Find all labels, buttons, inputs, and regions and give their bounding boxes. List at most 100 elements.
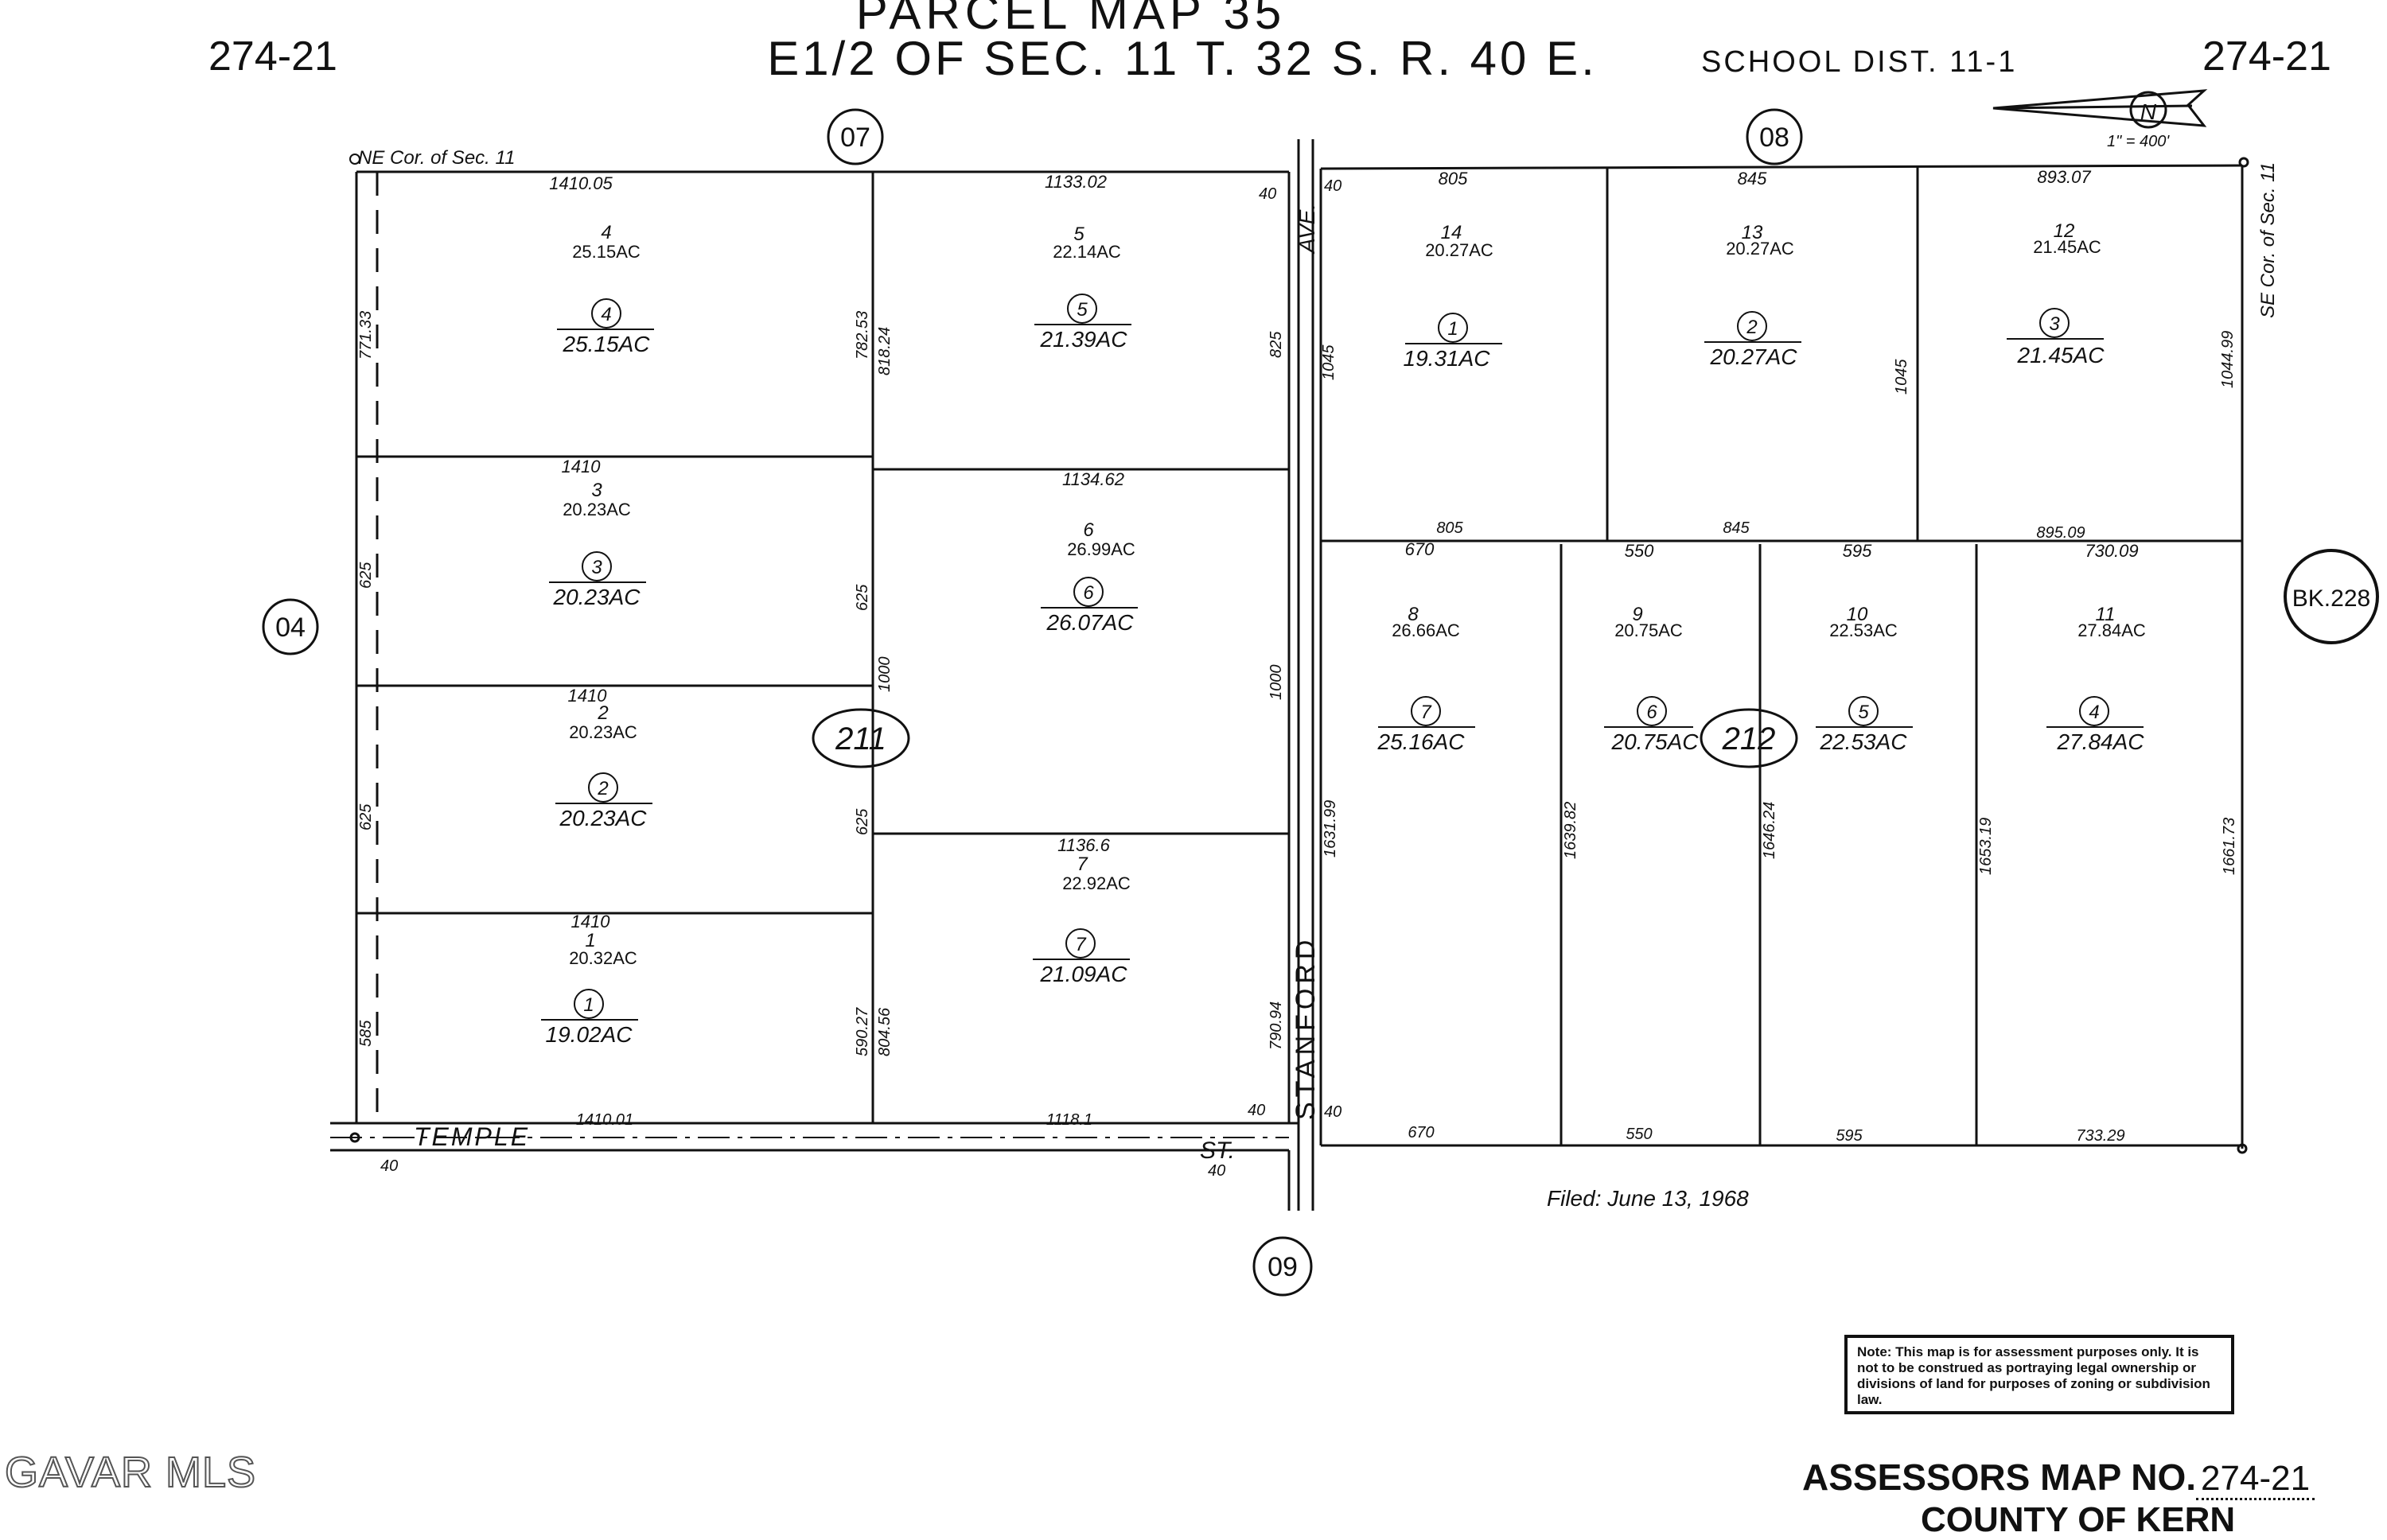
svg-text:22.53AC: 22.53AC bbox=[1829, 620, 1898, 640]
svg-text:22.14AC: 22.14AC bbox=[1053, 242, 1121, 262]
bubble-08: 08 bbox=[1746, 108, 1803, 165]
book-228-bubble: BK.228 bbox=[2284, 549, 2379, 644]
svg-text:625: 625 bbox=[854, 584, 871, 611]
svg-text:4: 4 bbox=[2089, 702, 2099, 723]
svg-text:585: 585 bbox=[357, 1020, 375, 1047]
svg-text:5: 5 bbox=[1077, 299, 1088, 321]
block-211-ellipse: 211 bbox=[812, 708, 910, 768]
svg-text:09: 09 bbox=[1267, 1252, 1298, 1282]
assessors-map-label: ASSESSORS MAP NO. bbox=[1802, 1456, 2197, 1498]
svg-text:550: 550 bbox=[1626, 1126, 1652, 1143]
svg-text:7: 7 bbox=[1077, 854, 1088, 875]
svg-text:733.29: 733.29 bbox=[2076, 1127, 2124, 1145]
svg-text:4: 4 bbox=[601, 304, 611, 325]
svg-text:40: 40 bbox=[1259, 185, 1276, 203]
svg-text:25.15AC: 25.15AC bbox=[572, 242, 641, 262]
svg-text:1410.01: 1410.01 bbox=[576, 1111, 633, 1129]
svg-text:40: 40 bbox=[1208, 1162, 1225, 1180]
bubble-07: 07 bbox=[827, 108, 884, 165]
svg-text:20.23AC: 20.23AC bbox=[553, 585, 641, 609]
avenue-suffix-label: AVE. bbox=[1295, 204, 1319, 255]
svg-text:40: 40 bbox=[1324, 1103, 1341, 1121]
map-title-line1: PARCEL MAP 35 bbox=[856, 0, 1286, 39]
svg-text:5: 5 bbox=[1858, 702, 1869, 723]
filed-date: Filed: June 13, 1968 bbox=[1547, 1186, 1749, 1211]
parcel-r13: 845 13 20.27AC 2 20.27AC bbox=[1704, 169, 1801, 369]
svg-text:825: 825 bbox=[1267, 331, 1285, 358]
svg-text:1045: 1045 bbox=[1320, 344, 1338, 380]
parcel-m5: 1133.02 5 22.14AC 5 21.39AC bbox=[1034, 172, 1131, 352]
svg-text:20.27AC: 20.27AC bbox=[1710, 344, 1798, 369]
svg-text:1: 1 bbox=[583, 994, 594, 1016]
svg-text:07: 07 bbox=[840, 122, 870, 153]
svg-text:595: 595 bbox=[1843, 541, 1872, 561]
svg-text:26.99AC: 26.99AC bbox=[1067, 539, 1135, 559]
county-name: COUNTY OF KERN bbox=[1921, 1500, 2236, 1539]
svg-text:670: 670 bbox=[1408, 1124, 1434, 1141]
svg-text:1410.05: 1410.05 bbox=[549, 173, 613, 193]
parcel-r12: 893.07 12 21.45AC 3 21.45AC bbox=[2007, 167, 2105, 368]
svg-text:19.02AC: 19.02AC bbox=[546, 1022, 633, 1047]
svg-text:22.53AC: 22.53AC bbox=[1820, 729, 1908, 754]
svg-text:26.07AC: 26.07AC bbox=[1046, 610, 1135, 635]
map-number-right: 274-21 bbox=[2202, 33, 2331, 80]
svg-text:BK.228: BK.228 bbox=[2292, 585, 2370, 612]
svg-text:2: 2 bbox=[597, 778, 608, 799]
svg-text:12: 12 bbox=[2054, 220, 2075, 242]
svg-text:21.45AC: 21.45AC bbox=[2033, 237, 2101, 257]
svg-text:27.84AC: 27.84AC bbox=[2077, 620, 2146, 640]
parcel-r11: 730.09 11 27.84AC 4 27.84AC bbox=[2046, 541, 2146, 754]
svg-text:3: 3 bbox=[2049, 313, 2060, 335]
svg-text:04: 04 bbox=[275, 612, 306, 643]
parcel-r14: 805 14 20.27AC 1 19.31AC bbox=[1404, 169, 1502, 371]
svg-text:590.27: 590.27 bbox=[854, 1007, 871, 1056]
svg-text:550: 550 bbox=[1625, 541, 1654, 561]
svg-text:21.39AC: 21.39AC bbox=[1040, 327, 1128, 352]
svg-text:13: 13 bbox=[1742, 222, 1763, 243]
svg-text:1133.02: 1133.02 bbox=[1045, 172, 1107, 192]
svg-text:10: 10 bbox=[1847, 604, 1868, 625]
svg-text:25.16AC: 25.16AC bbox=[1377, 729, 1466, 754]
svg-text:20.32AC: 20.32AC bbox=[569, 948, 637, 968]
svg-text:212: 212 bbox=[1722, 721, 1776, 756]
svg-text:1631.99: 1631.99 bbox=[1322, 800, 1339, 858]
temple-street-label: TEMPLE bbox=[414, 1122, 530, 1151]
svg-text:3: 3 bbox=[591, 557, 602, 578]
parcel-l4: 1410.05 4 25.15AC 4 25.15AC bbox=[549, 173, 654, 356]
svg-text:19.31AC: 19.31AC bbox=[1404, 346, 1491, 371]
svg-text:1134.62: 1134.62 bbox=[1062, 469, 1124, 489]
dimension-labels: 771.33 625 625 585 782.53 818.24 625 100… bbox=[357, 177, 2238, 1180]
svg-text:2: 2 bbox=[597, 702, 608, 724]
svg-text:1136.6: 1136.6 bbox=[1057, 835, 1110, 855]
svg-text:1000: 1000 bbox=[876, 657, 894, 693]
svg-text:6: 6 bbox=[1083, 519, 1094, 541]
svg-text:2: 2 bbox=[1746, 317, 1757, 338]
svg-text:1410: 1410 bbox=[571, 912, 611, 931]
svg-text:8: 8 bbox=[1408, 604, 1419, 625]
north-arrow-icon: N bbox=[1992, 89, 2208, 129]
svg-text:1639.82: 1639.82 bbox=[1562, 802, 1579, 859]
svg-text:20.23AC: 20.23AC bbox=[563, 500, 631, 519]
svg-text:893.07: 893.07 bbox=[2037, 167, 2091, 187]
svg-text:1661.73: 1661.73 bbox=[2221, 818, 2238, 875]
parcel-lines bbox=[330, 139, 2249, 1211]
svg-text:1: 1 bbox=[585, 930, 595, 951]
stanford-avenue-label: STANFORD bbox=[1291, 935, 1321, 1120]
parcel-l2: 1410 2 20.23AC 2 20.23AC bbox=[555, 686, 652, 830]
parcel-r10: 595 10 22.53AC 5 22.53AC bbox=[1816, 541, 1913, 754]
svg-text:804.56: 804.56 bbox=[876, 1007, 894, 1056]
svg-text:08: 08 bbox=[1759, 122, 1789, 153]
svg-text:20.75AC: 20.75AC bbox=[1614, 620, 1683, 640]
svg-text:9: 9 bbox=[1632, 604, 1642, 625]
svg-text:5: 5 bbox=[1073, 224, 1084, 245]
svg-text:805: 805 bbox=[1436, 519, 1463, 537]
parcel-m7: 1136.6 7 22.92AC 7 21.09AC bbox=[1033, 835, 1131, 986]
svg-text:40: 40 bbox=[1324, 177, 1341, 195]
mls-watermark: GAVAR MLS bbox=[4, 1448, 257, 1497]
svg-text:782.53: 782.53 bbox=[854, 311, 871, 360]
svg-text:1653.19: 1653.19 bbox=[1977, 818, 1995, 875]
svg-text:211: 211 bbox=[835, 721, 886, 756]
parcel-r8: 670 8 26.66AC 7 25.16AC bbox=[1377, 539, 1475, 754]
svg-text:670: 670 bbox=[1405, 539, 1435, 559]
